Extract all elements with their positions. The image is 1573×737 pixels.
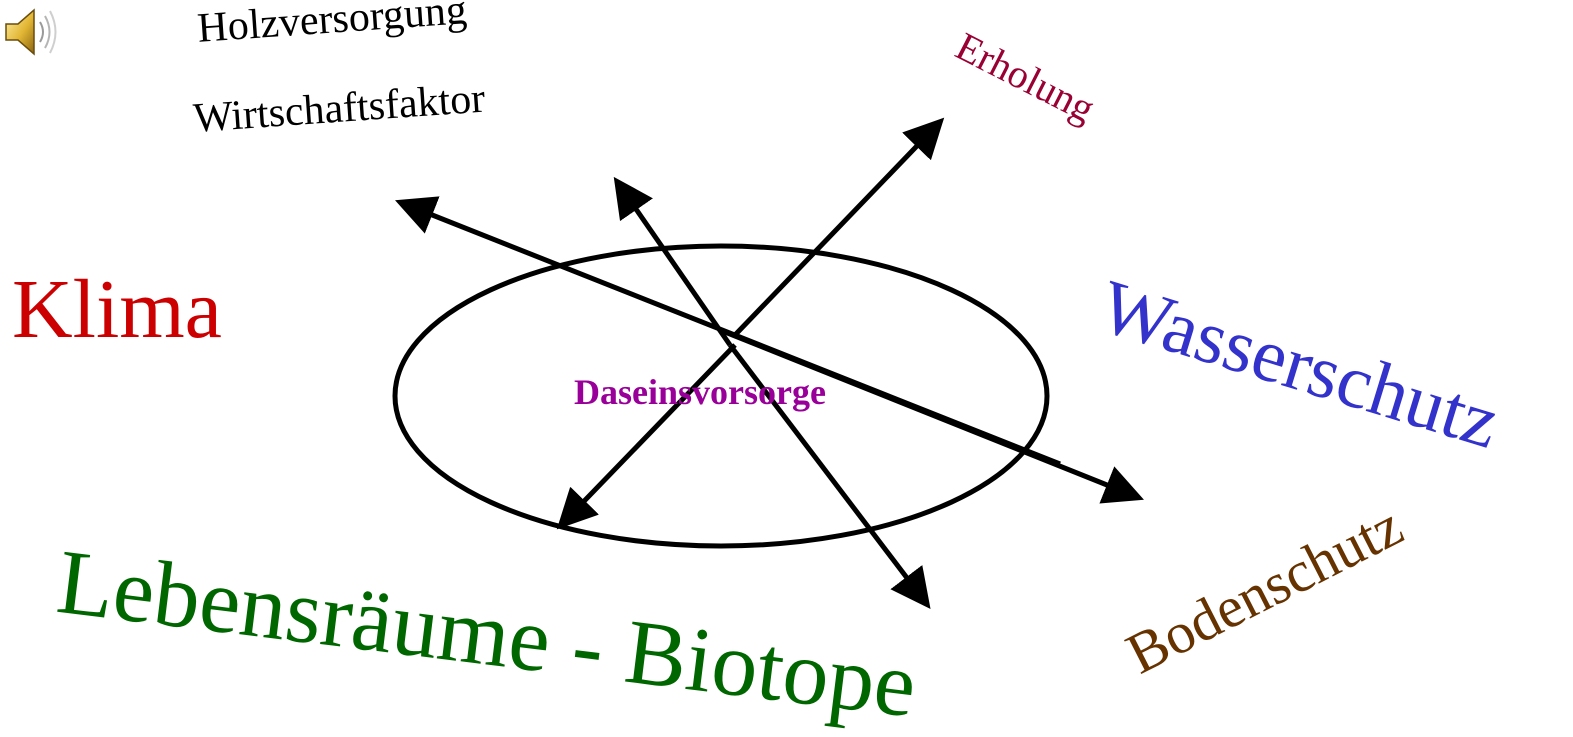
arrow-to-holz <box>613 176 733 347</box>
arrow-to-erholung <box>733 117 945 337</box>
central-ellipse <box>392 243 1050 549</box>
arrow-to-lebensraeume <box>556 343 737 530</box>
arrow-to-wasserschutz <box>719 327 1144 504</box>
arrow-to-bodenschutz <box>728 343 931 609</box>
center-label: Daseinsvorsorge <box>574 372 826 412</box>
label-klima: Klima <box>12 263 222 356</box>
speaker-icon[interactable] <box>0 0 64 64</box>
